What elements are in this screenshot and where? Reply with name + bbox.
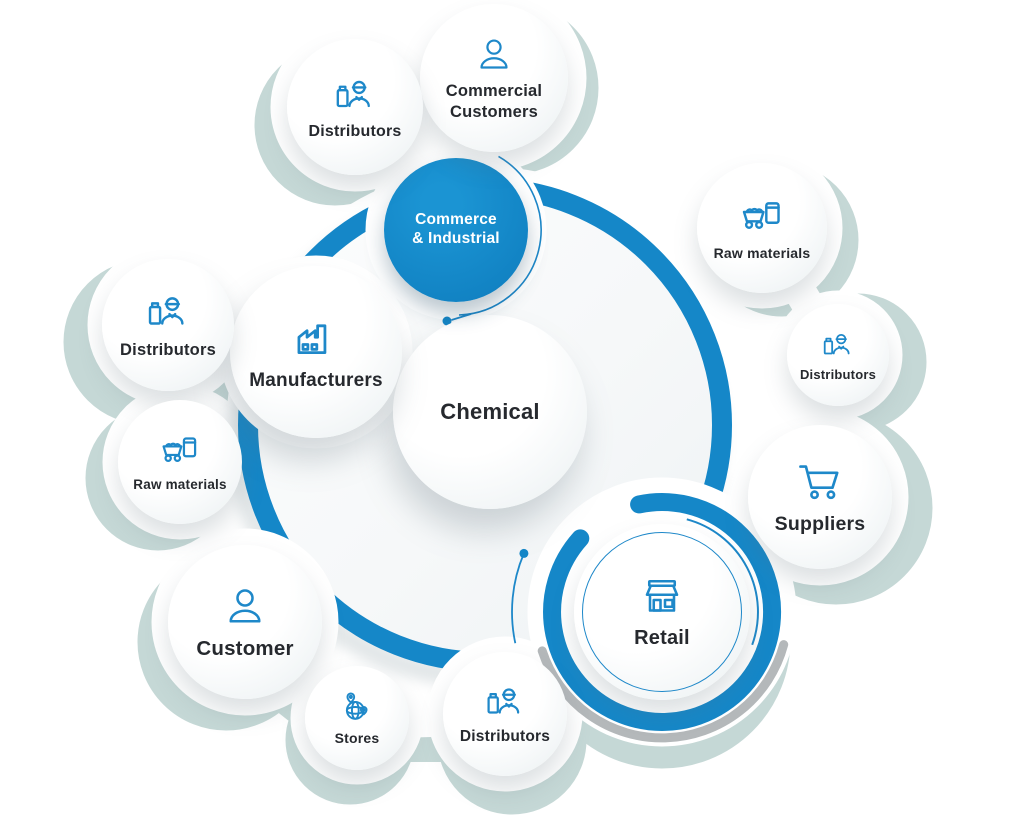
node-distributors-bottom-label: Distributors bbox=[459, 728, 551, 746]
node-commercial-customers: Commercial Customers bbox=[420, 4, 568, 152]
node-distributors-bottom: Distributors bbox=[443, 652, 567, 776]
retail-connector-arc bbox=[511, 553, 525, 644]
node-manufacturers-label: Manufacturers bbox=[249, 369, 383, 391]
node-retail-label: Retail bbox=[634, 627, 690, 650]
node-commercial-customers-label: Commercial Customers bbox=[445, 82, 543, 121]
node-manufacturers: Manufacturers bbox=[230, 266, 402, 438]
commerce-thin-arc bbox=[458, 155, 542, 316]
retail-blue-arc bbox=[543, 493, 782, 731]
node-customer: Customer bbox=[168, 545, 322, 699]
distributor-worker-icon bbox=[484, 681, 526, 723]
node-suppliers: Suppliers bbox=[748, 425, 892, 569]
factory-icon bbox=[290, 312, 342, 364]
retail-gray-arc bbox=[537, 640, 789, 743]
node-stores-label: Stores bbox=[334, 729, 380, 746]
node-suppliers-label: Suppliers bbox=[774, 512, 866, 535]
globe-pins-icon bbox=[339, 689, 375, 725]
node-commerce-industrial: Commerce & Industrial bbox=[384, 158, 528, 302]
retail-connector-dot bbox=[519, 548, 529, 558]
node-chemical-label: Chemical bbox=[440, 398, 540, 424]
node-raw-materials-right: Raw materials bbox=[697, 163, 827, 293]
distributor-worker-icon bbox=[821, 328, 855, 362]
mine-cart-icon bbox=[739, 194, 785, 240]
retail-thin-arc bbox=[686, 518, 759, 646]
node-distributors-top: Distributors bbox=[287, 39, 423, 175]
node-chemical: Chemical bbox=[393, 315, 587, 509]
node-raw-materials-right-label: Raw materials bbox=[713, 244, 811, 261]
mine-cart-icon bbox=[159, 430, 201, 472]
retail-orbit-arcs bbox=[511, 493, 789, 743]
storefront-icon bbox=[638, 573, 686, 621]
node-stores: Stores bbox=[305, 666, 409, 770]
distributor-worker-icon bbox=[333, 73, 377, 117]
shopping-cart-icon bbox=[795, 458, 845, 508]
commerce-orbit-arcs bbox=[442, 155, 542, 326]
distributor-worker-icon bbox=[145, 289, 191, 335]
node-commerce-industrial-label: Commerce & Industrial bbox=[412, 211, 500, 247]
person-icon bbox=[221, 583, 269, 631]
node-distributors-left: Distributors bbox=[102, 259, 234, 391]
node-retail: Retail bbox=[574, 524, 750, 700]
person-icon bbox=[473, 34, 515, 76]
node-raw-materials-left: Raw materials bbox=[118, 400, 242, 524]
node-raw-materials-left-label: Raw materials bbox=[133, 477, 227, 493]
node-distributors-top-label: Distributors bbox=[308, 122, 402, 140]
node-distributors-right-label: Distributors bbox=[799, 366, 877, 382]
commerce-connector-line bbox=[451, 313, 472, 321]
node-distributors-left-label: Distributors bbox=[120, 341, 216, 360]
node-distributors-right: Distributors bbox=[787, 304, 889, 406]
node-customer-label: Customer bbox=[196, 637, 294, 660]
